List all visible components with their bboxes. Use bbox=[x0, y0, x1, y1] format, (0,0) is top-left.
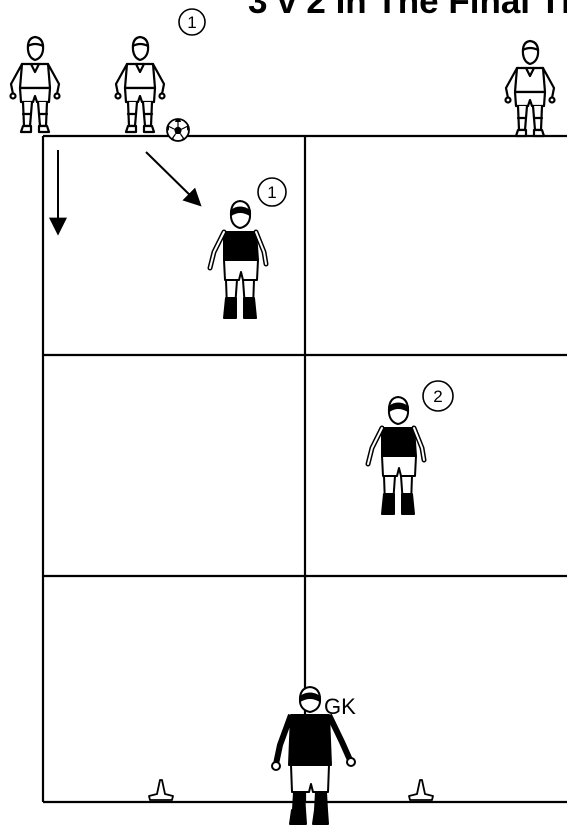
pass-arrow-icon bbox=[145, 151, 202, 207]
defender-player-2 bbox=[368, 397, 424, 514]
cone-icon bbox=[148, 779, 174, 801]
defender-1-number: 1 bbox=[267, 183, 276, 202]
goalkeeper-label: GK bbox=[324, 694, 356, 719]
defender-player-1 bbox=[210, 201, 266, 318]
defender-2-number: 2 bbox=[433, 387, 442, 406]
defender-1-badge: 1 bbox=[257, 177, 287, 207]
cone-icon bbox=[408, 779, 434, 801]
server-number: 1 bbox=[187, 13, 196, 32]
server-number-badge: 1 bbox=[178, 8, 206, 36]
defender-2-badge: 2 bbox=[422, 380, 454, 412]
drill-title: 3 v 2 In The Final Third bbox=[248, 0, 567, 21]
attacker-player-server bbox=[114, 35, 166, 134]
goalkeeper-player bbox=[271, 686, 356, 825]
attacker-player-left bbox=[9, 35, 61, 134]
soccer-ball-icon bbox=[166, 118, 190, 142]
attacker-player-right bbox=[504, 39, 556, 138]
